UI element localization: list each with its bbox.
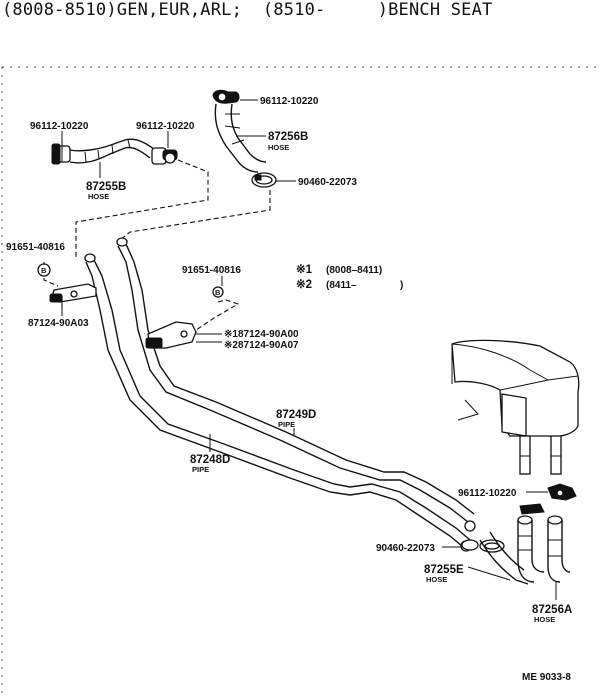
label-pipe-87249d-no: 87249D	[276, 409, 316, 421]
clamp-left-a-drawing	[51, 143, 71, 165]
label-pipe-87249d-name: PIPE	[278, 420, 295, 429]
grommet-mid-drawing: B	[212, 286, 224, 298]
legend-item1-mark: ※1	[296, 263, 313, 276]
rear-heater-unit-drawing	[451, 339, 580, 475]
label-bracket-mid-1: 87124-90A00	[238, 329, 299, 340]
grommet-left-drawing: B	[37, 263, 51, 277]
frame-corner-marks	[1, 66, 600, 696]
applicability-text-2: (8510-	[262, 0, 326, 20]
clamp-right-drawing	[519, 483, 577, 515]
footer-code: ME 9033-8	[522, 672, 571, 683]
applicability-header: (8008-8510)GEN,EUR,ARL; (8510- )BENCH SE…	[2, 0, 492, 20]
bracket-left-drawing	[49, 283, 97, 316]
label-hose-87255b-no: 87255B	[86, 181, 126, 193]
label-hose-87255b-name: HOSE	[88, 192, 109, 201]
dashed-leaders	[43, 159, 271, 335]
bolt-symbol-left: B	[41, 266, 47, 275]
label-bracket-mid-note1: ※1	[224, 329, 238, 340]
label-clamp-right: 96112-10220	[458, 488, 517, 499]
label-hose-87255e-name: HOSE	[426, 575, 447, 584]
label-hose-87256a-no: 87256A	[532, 604, 572, 616]
legend-item2-range: (8411–	[326, 280, 357, 291]
clamp-left-b-drawing	[151, 147, 178, 165]
applicability-text: (8008-8510)GEN,EUR,ARL;	[2, 0, 243, 20]
leader-lines	[61, 99, 557, 600]
label-grommet-mid: 91651-40816	[182, 265, 241, 276]
clamp-90460-bottom-drawing	[461, 539, 505, 553]
bracket-mid-drawing	[145, 321, 222, 349]
label-hose-87255e-no: 87255E	[424, 564, 464, 576]
label-pipe-87248d-no: 87248D	[190, 454, 230, 466]
label-bracket-left: 87124-90A03	[28, 318, 89, 329]
hose-87255b-drawing	[69, 138, 156, 164]
label-hose-87256b-no: 87256B	[268, 131, 308, 143]
label-hose-87256a-name: HOSE	[534, 615, 555, 624]
label-clamp-90460-top: 90460-22073	[298, 177, 357, 188]
label-pipe-87248d-name: PIPE	[192, 465, 209, 474]
bolt-symbol-mid: B	[215, 288, 221, 297]
label-bracket-mid-note2: ※2	[224, 340, 238, 351]
label-clamp-left-a: 96112-10220	[30, 121, 89, 132]
clamp-90460-top-drawing	[251, 172, 277, 188]
label-clamp-90460-bottom: 90460-22073	[376, 543, 435, 554]
legend-item2-mark: ※2	[296, 278, 312, 291]
pipe-87249d-drawing	[117, 243, 475, 523]
label-clamp-left-b: 96112-10220	[136, 121, 195, 132]
clamp-top-right-drawing	[212, 89, 240, 104]
pipe-ends-drawing	[84, 237, 476, 552]
legend-item1-range: (8008–8411)	[326, 265, 382, 276]
legend-item2-end: )	[400, 280, 403, 291]
label-grommet-left: 91651-40816	[6, 242, 65, 253]
label-bracket-mid-2: 87124-90A07	[238, 340, 299, 351]
label-clamp-top-right: 96112-10220	[260, 96, 319, 107]
applicability-text-3: )BENCH SEAT	[377, 0, 493, 20]
hose-87256b-drawing	[214, 103, 267, 173]
label-hose-87256b-name: HOSE	[268, 143, 289, 152]
pipe-87248d-drawing	[85, 259, 471, 547]
hose-87255e-drawing	[479, 515, 545, 585]
hose-87256a-drawing	[547, 515, 571, 583]
